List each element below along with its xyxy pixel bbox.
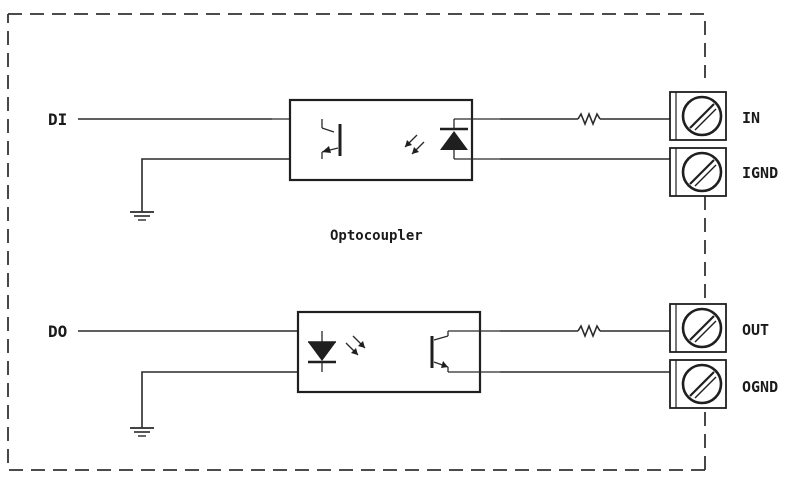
in-terminal-icon [669,91,727,141]
ignd-terminal-icon [669,147,727,197]
ignd-label: IGND [742,164,778,182]
in-label: IN [742,109,760,127]
lower-resistor-icon [577,323,601,339]
lower-phototransistor-icon [430,331,449,372]
optocoupler-label: Optocoupler [330,228,423,244]
upper-led-icon [404,119,468,159]
lower-ground-icon [130,427,154,437]
lower-ground-wire [141,371,300,428]
dashed-enclosure [7,13,706,471]
di-label: DI [48,110,67,129]
upper-optocoupler-body [288,98,474,182]
do-label: DO [48,322,67,341]
ognd-terminal-icon [669,359,727,409]
lower-led-icon [308,331,366,372]
out-label: OUT [742,321,769,339]
upper-resistor-icon [577,111,601,127]
out-terminal-icon [669,303,727,353]
ognd-label: OGND [742,378,778,396]
upper-phototransistor-icon [321,119,342,159]
upper-ground-icon [130,211,154,221]
upper-ground-wire [141,158,300,212]
